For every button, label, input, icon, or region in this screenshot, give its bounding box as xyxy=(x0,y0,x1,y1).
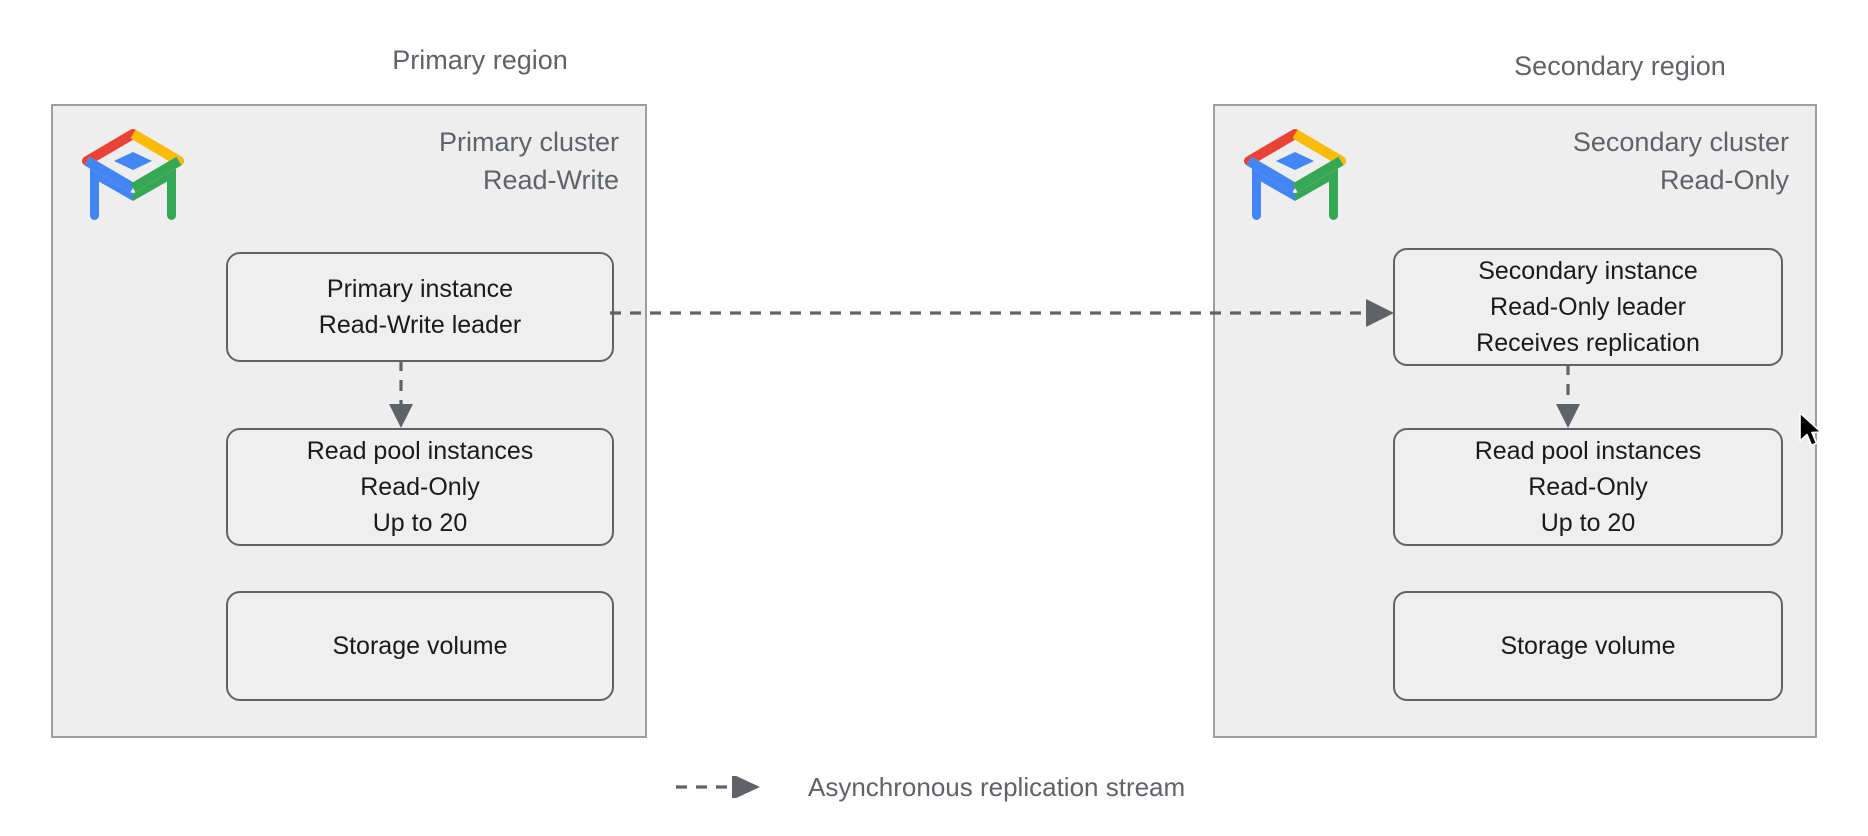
node-primary-instance[interactable]: Primary instance Read-Write leader xyxy=(226,252,614,362)
connector-primary-instance-to-readpool xyxy=(389,360,413,428)
connector-secondary-instance-to-readpool xyxy=(1556,364,1580,428)
legend-dashed-arrow-icon xyxy=(676,776,760,798)
legend: Asynchronous replication stream xyxy=(676,772,1185,802)
region-label-secondary: Secondary region xyxy=(1514,51,1726,81)
alloydb-logo xyxy=(82,129,184,220)
arrow-pointer-icon xyxy=(1799,412,1822,447)
node-secondary-storage[interactable]: Storage volume xyxy=(1393,591,1783,701)
cluster-panel-primary: Primary cluster Read-Write Primary insta… xyxy=(51,104,647,738)
node-primary-readpool[interactable]: Read pool instances Read-Only Up to 20 xyxy=(226,428,614,546)
cluster-title-secondary: Secondary cluster Read-Only xyxy=(1572,127,1789,195)
node-primary-storage[interactable]: Storage volume xyxy=(226,591,614,701)
region-label-primary: Primary region xyxy=(392,45,568,75)
cluster-panel-secondary: Secondary cluster Read-Only Secondary in… xyxy=(1213,104,1817,738)
node-secondary-instance[interactable]: Secondary instance Read-Only leader Rece… xyxy=(1393,248,1783,366)
alloydb-logo xyxy=(1244,129,1346,220)
node-secondary-readpool[interactable]: Read pool instances Read-Only Up to 20 xyxy=(1393,428,1783,546)
legend-label-async-replication: Asynchronous replication stream xyxy=(808,772,1186,802)
cluster-title-primary: Primary cluster Read-Write xyxy=(438,127,619,195)
